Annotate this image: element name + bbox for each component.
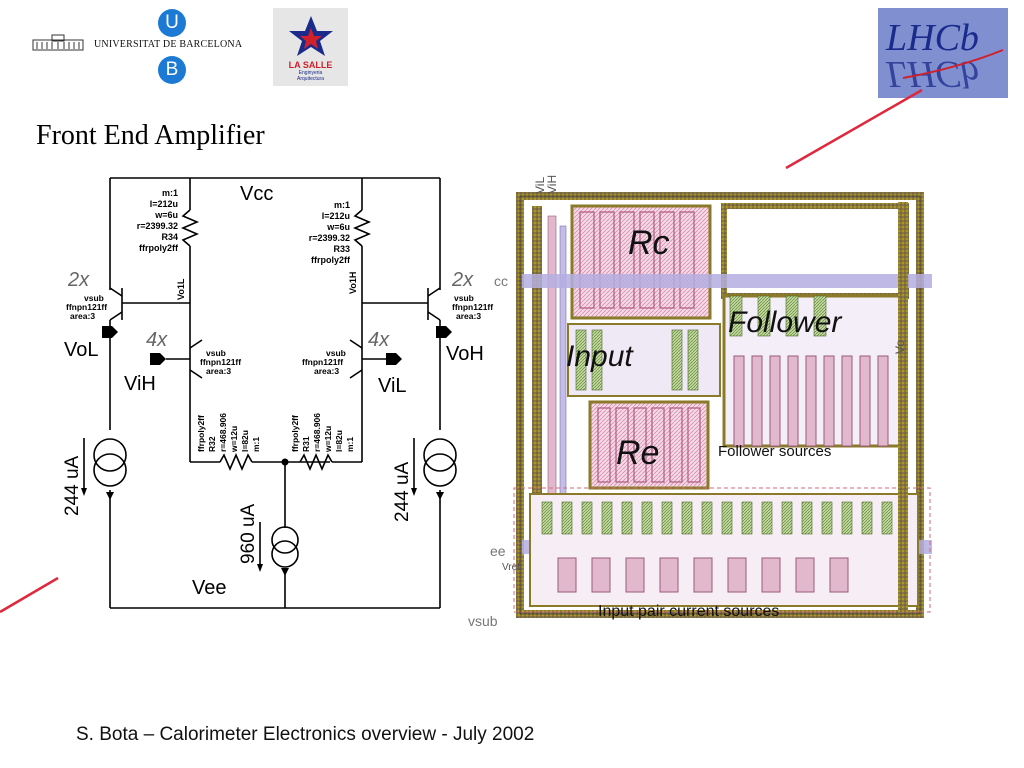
- q-out-right-annotation: vsub ffnpn121ff area:3: [452, 293, 493, 321]
- svg-text:ffrpoly2ff: ffrpoly2ff: [139, 243, 179, 253]
- layout-vo-label: Vo: [893, 340, 907, 354]
- layout-cc-label: cc: [494, 273, 508, 289]
- svg-text:ffnpn121ff: ffnpn121ff: [302, 357, 343, 367]
- svg-text:ffrpoly2ff: ffrpoly2ff: [196, 415, 206, 452]
- amplifier-schematic: Vcc Vee VoL VoH ViH ViL 2x 2x 4x 4x 244 …: [62, 177, 493, 609]
- svg-text:l=212u: l=212u: [150, 199, 178, 209]
- page-title: Front End Amplifier: [36, 120, 265, 151]
- svg-text:R31: R31: [301, 436, 311, 452]
- svg-text:R32: R32: [207, 436, 217, 452]
- layout-follower-sources-label: Follower sources: [718, 443, 831, 460]
- chip-layout: Rc Re Input Follower Follower sources In…: [468, 175, 932, 629]
- layout-rc-label: Rc: [628, 224, 670, 262]
- svg-text:l=212u: l=212u: [322, 211, 350, 221]
- mult-4x-right: 4x: [368, 329, 390, 351]
- r33-annotation: m:1 l=212u w=6u r=2399.32 R33 ffrpoly2ff: [309, 200, 351, 265]
- lasalle-logo: LA SALLE Enginyeria Arquitectura: [273, 8, 348, 86]
- svg-text:R34: R34: [161, 232, 178, 242]
- layout-vil-label: ViL: [533, 177, 547, 194]
- layout-ee-label: ee: [490, 543, 506, 559]
- vih-label: ViH: [124, 373, 156, 395]
- current-left-label: 244 uA: [62, 455, 83, 516]
- layout-vsub-label: vsub: [468, 613, 498, 629]
- svg-text:m:1: m:1: [251, 437, 261, 452]
- svg-text:ffnpn121ff: ffnpn121ff: [452, 302, 493, 312]
- svg-text:r=2399.32: r=2399.32: [137, 221, 178, 231]
- current-right-label: 244 uA: [392, 461, 413, 522]
- r32-annotation: ffrpoly2ff R32 r=468.906 w=12u l=82u m:1: [196, 413, 261, 453]
- q-out-left-annotation: vsub ffnpn121ff area:3: [66, 293, 107, 321]
- node-vo1l: Vo1L: [176, 278, 186, 300]
- node-vo1h: Vo1H: [348, 272, 358, 294]
- svg-text:R33: R33: [333, 244, 350, 254]
- lhcb-logo-swoosh: [902, 49, 1004, 79]
- vih-pin-icon: [150, 353, 166, 365]
- svg-text:r=468.906: r=468.906: [218, 413, 228, 452]
- voh-pin-icon: [436, 326, 452, 338]
- svg-text:area:3: area:3: [206, 366, 231, 376]
- svg-text:vsub: vsub: [206, 348, 226, 358]
- layout-input-label: Input: [566, 340, 634, 373]
- vil-pin-icon: [386, 353, 402, 365]
- voh-label: VoH: [446, 343, 484, 365]
- footer-text: S. Bota – Calorimeter Electronics overvi…: [76, 724, 535, 745]
- lasalle-name: LA SALLE: [288, 60, 333, 70]
- lhcb-logo: LHCb LHCb: [878, 8, 1008, 98]
- university-building-icon: [32, 34, 84, 51]
- ub-logo-u: U: [158, 9, 186, 37]
- vol-label: VoL: [64, 339, 98, 361]
- layout-input-pair-label: Input pair current sources: [598, 603, 779, 620]
- current-center-label: 960 uA: [238, 503, 259, 564]
- layout-re-label: Re: [616, 434, 659, 472]
- svg-text:r=468.906: r=468.906: [312, 413, 322, 452]
- vil-label: ViL: [378, 375, 407, 397]
- svg-text:w=6u: w=6u: [154, 210, 178, 220]
- svg-text:vsub: vsub: [84, 293, 104, 303]
- vcc-label: Vcc: [240, 183, 273, 205]
- layout-vref-label: Vref: [502, 562, 520, 573]
- q-in-right-annotation: vsub ffnpn121ff area:3: [302, 348, 346, 376]
- header-logos: UNIVERSITAT DE BARCELONA U B LA SALLE En…: [0, 0, 1024, 100]
- mult-2x-right: 2x: [451, 269, 474, 291]
- svg-text:m:1: m:1: [162, 188, 178, 198]
- vol-pin-icon: [102, 326, 118, 338]
- svg-text:ffrpoly2ff: ffrpoly2ff: [311, 255, 351, 265]
- q-in-left-annotation: vsub ffnpn121ff area:3: [200, 348, 241, 376]
- svg-text:area:3: area:3: [314, 366, 339, 376]
- layout-vih-label: ViH: [545, 175, 559, 194]
- svg-text:w=12u: w=12u: [323, 426, 333, 453]
- svg-text:m:1: m:1: [345, 437, 355, 452]
- lhcb-logo-text: LHCb: [886, 17, 979, 59]
- mult-2x-left: 2x: [67, 269, 90, 291]
- svg-text:area:3: area:3: [456, 311, 481, 321]
- svg-text:r=2399.32: r=2399.32: [309, 233, 350, 243]
- svg-text:w=12u: w=12u: [229, 426, 239, 453]
- svg-text:area:3: area:3: [70, 311, 95, 321]
- mult-4x-left: 4x: [146, 329, 168, 351]
- svg-text:l=82u: l=82u: [240, 430, 250, 452]
- lasalle-sub1: Enginyeria: [298, 70, 323, 76]
- r34-annotation: m:1 l=212u w=6u r=2399.32 R34 ffrpoly2ff: [137, 188, 179, 253]
- lasalle-star-icon: [289, 16, 333, 56]
- svg-text:ffnpn121ff: ffnpn121ff: [200, 357, 241, 367]
- lasalle-sub2: Arquitectura: [297, 76, 324, 82]
- svg-text:vsub: vsub: [454, 293, 474, 303]
- ub-logo-b: B: [158, 56, 186, 84]
- vee-label: Vee: [192, 577, 226, 599]
- svg-text:ffrpoly2ff: ffrpoly2ff: [290, 415, 300, 452]
- university-name: UNIVERSITAT DE BARCELONA: [94, 39, 243, 50]
- layout-follower-label: Follower: [728, 306, 842, 339]
- svg-text:l=82u: l=82u: [334, 430, 344, 452]
- r31-annotation: ffrpoly2ff R31 r=468.906 w=12u l=82u m:1: [290, 413, 355, 453]
- svg-text:m:1: m:1: [334, 200, 350, 210]
- svg-text:w=6u: w=6u: [326, 222, 350, 232]
- svg-text:vsub: vsub: [326, 348, 346, 358]
- svg-text:ffnpn121ff: ffnpn121ff: [66, 302, 107, 312]
